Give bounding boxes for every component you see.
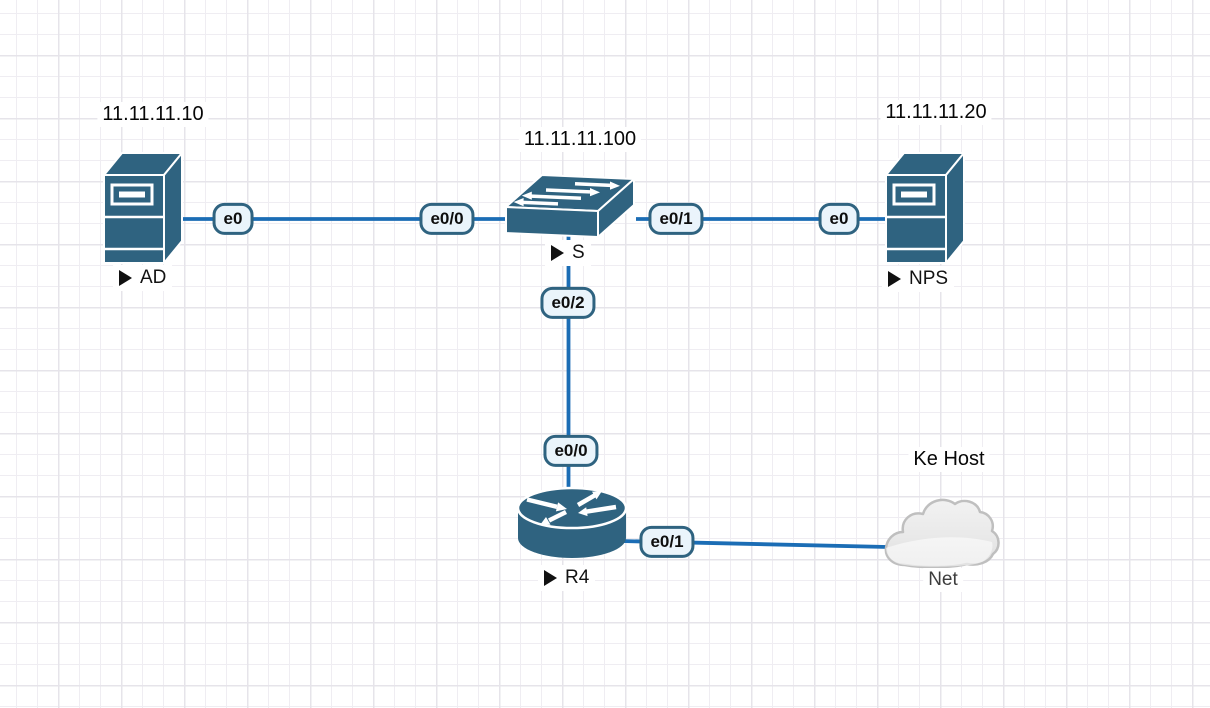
play-triangle-icon: [119, 270, 132, 286]
interface-label-r4-e0-1[interactable]: e0/1: [639, 525, 695, 559]
cloud-icon[interactable]: [881, 492, 1005, 572]
node-nps-ip-label[interactable]: 11.11.11.20: [880, 100, 992, 125]
interface-label-nps-e0[interactable]: e0: [818, 202, 860, 236]
interface-label-r4-e0-0[interactable]: e0/0: [543, 434, 599, 468]
server-icon-nps[interactable]: [884, 147, 966, 265]
interface-label-sw-e0-0[interactable]: e0/0: [419, 202, 475, 236]
interface-label-sw-e0-2[interactable]: e0/2: [540, 286, 596, 320]
server-icon-ad[interactable]: [102, 147, 184, 265]
node-cloud-name-label[interactable]: Net: [923, 568, 963, 592]
node-ad-name: AD: [140, 267, 167, 288]
play-triangle-icon: [551, 245, 564, 261]
router-icon[interactable]: [516, 486, 628, 562]
node-router-name: R4: [565, 567, 590, 588]
cloud-caption-label[interactable]: Ke Host: [908, 447, 990, 472]
node-switch-label[interactable]: S: [545, 240, 591, 266]
interface-label-ad-e0[interactable]: e0: [212, 202, 254, 236]
play-triangle-icon: [888, 271, 901, 287]
node-ad-label[interactable]: AD: [113, 265, 173, 291]
interface-label-sw-e0-1[interactable]: e0/1: [648, 202, 704, 236]
node-nps-label[interactable]: NPS: [882, 266, 955, 292]
node-switch-name: S: [572, 242, 585, 263]
node-switch-ip-label[interactable]: 11.11.11.100: [518, 127, 642, 152]
node-ad-ip-label[interactable]: 11.11.11.10: [97, 102, 209, 127]
switch-icon[interactable]: [498, 163, 638, 241]
node-nps-name: NPS: [909, 268, 949, 289]
node-router-label[interactable]: R4: [538, 565, 596, 591]
play-triangle-icon: [544, 570, 557, 586]
